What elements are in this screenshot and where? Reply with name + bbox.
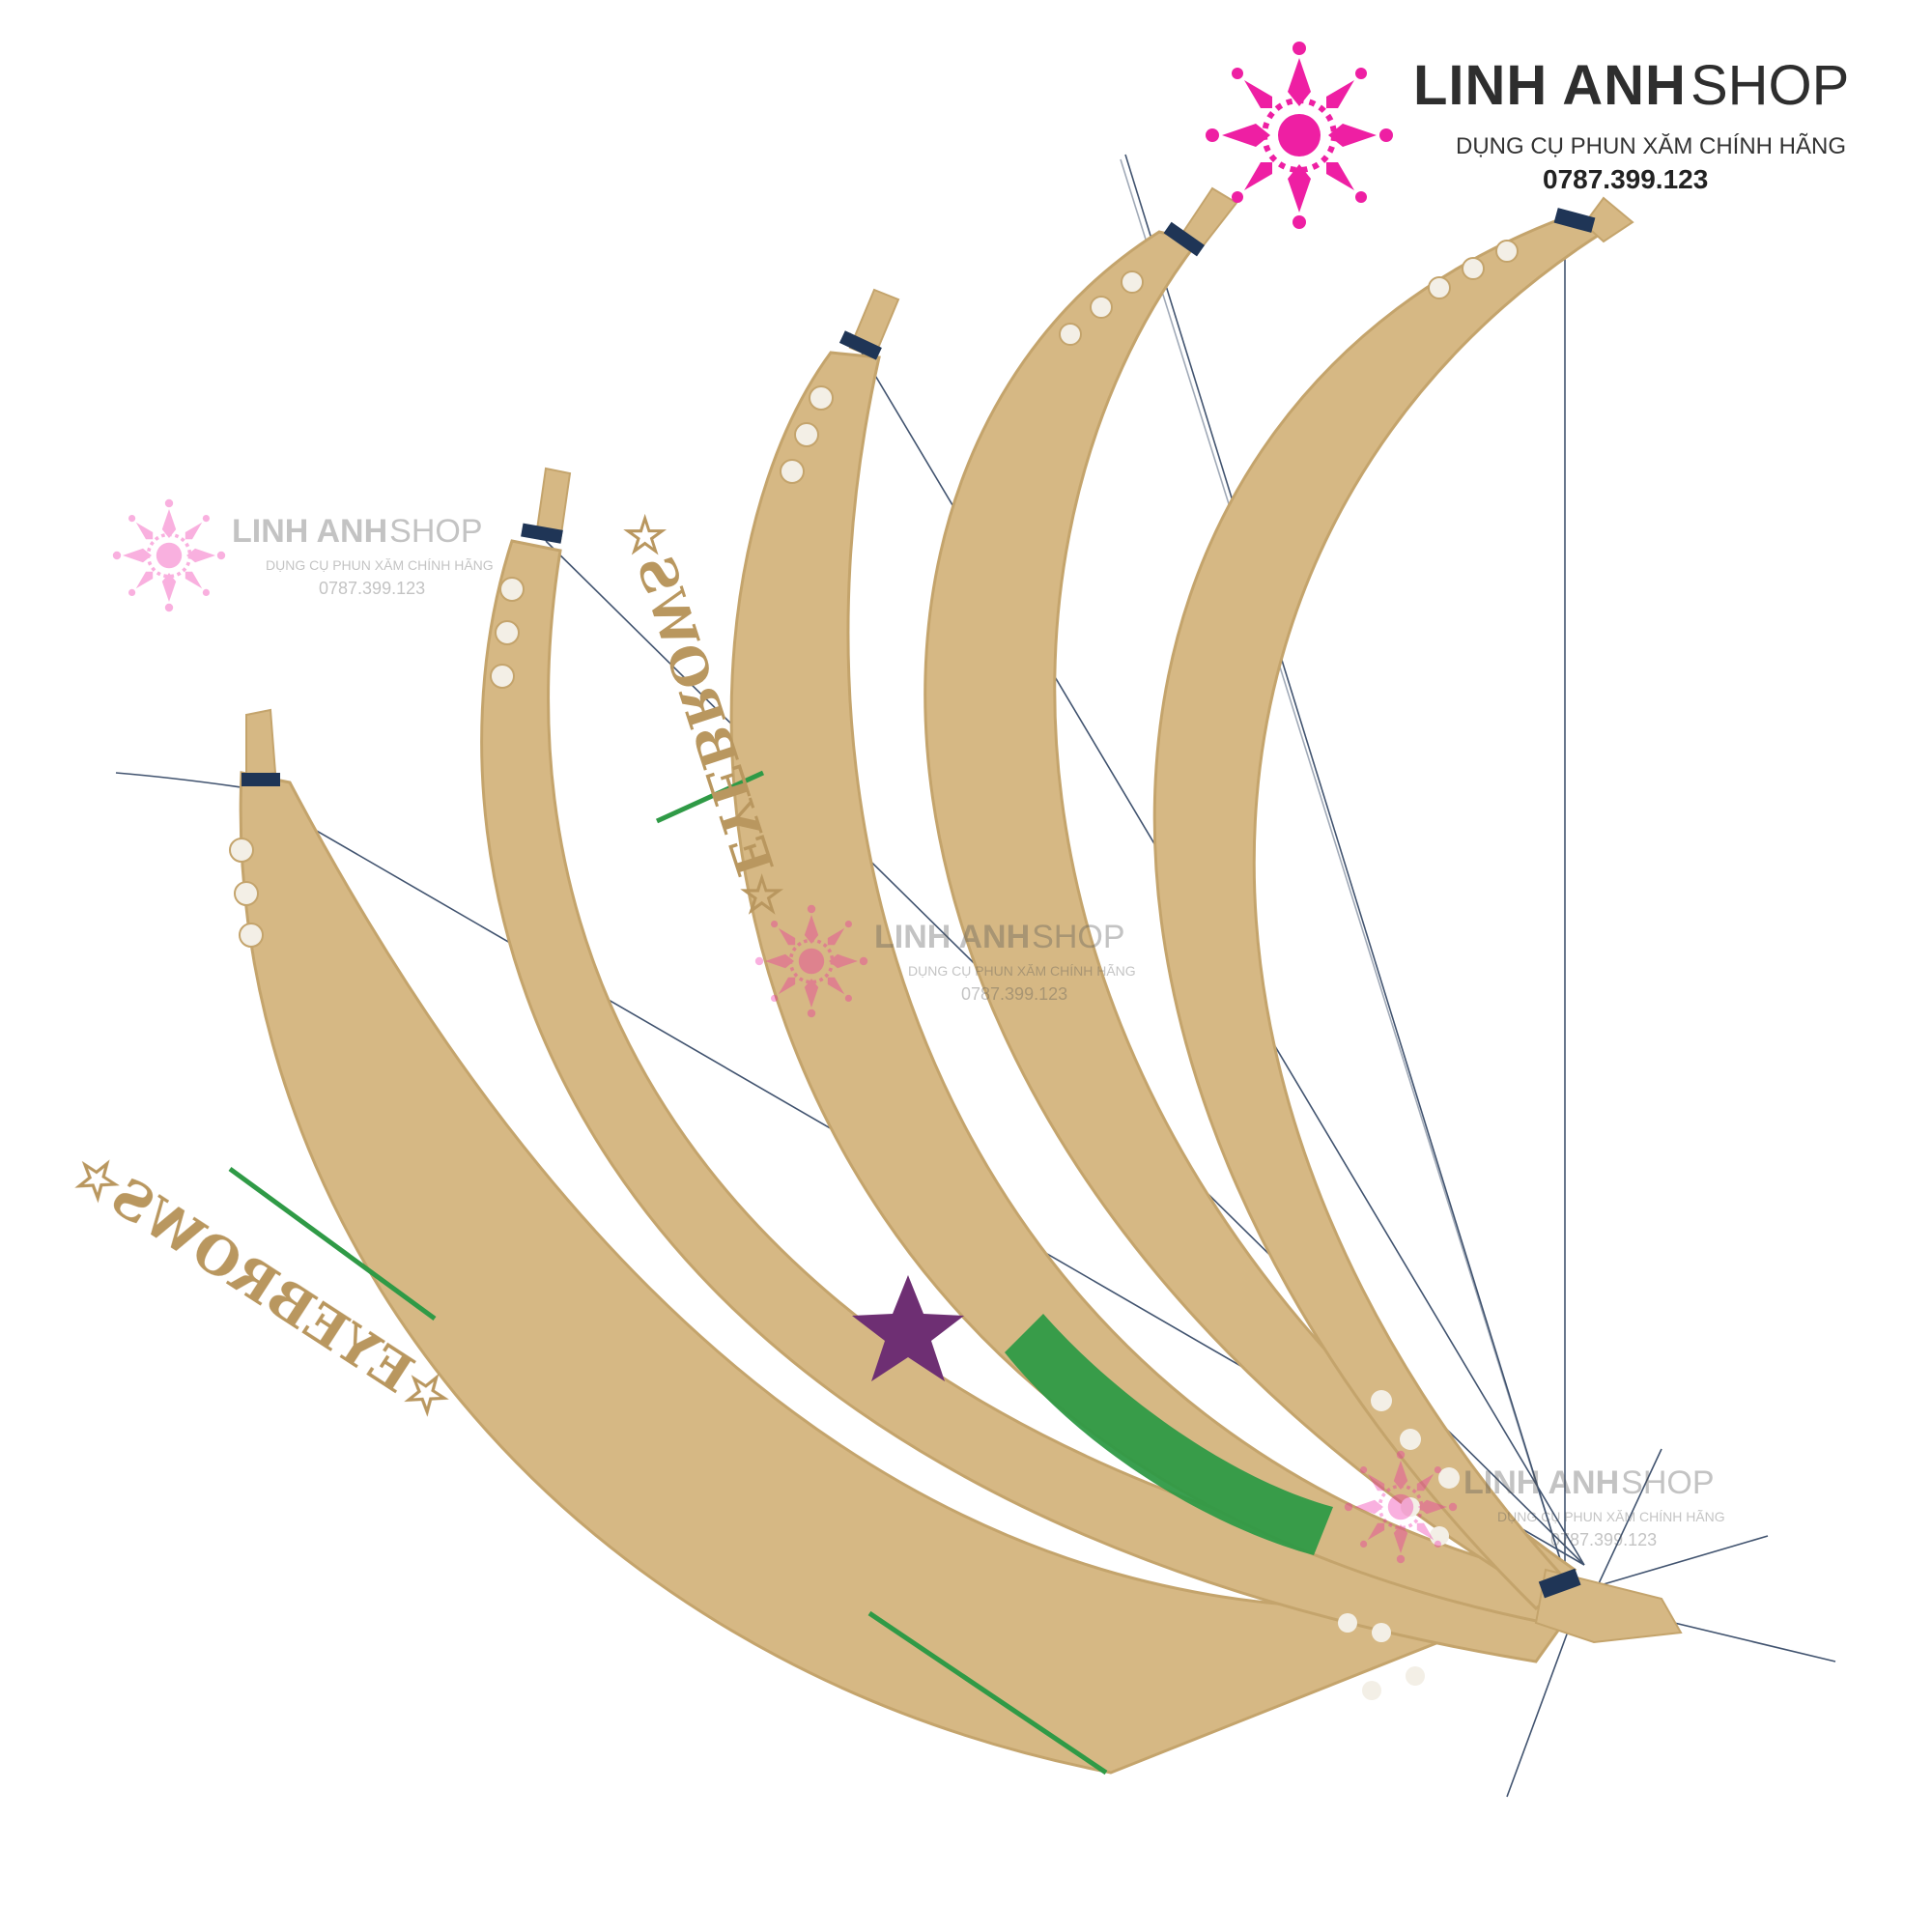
watermark-brand-bold: LINH ANH <box>874 919 1031 955</box>
brand-tagline: DỤNG CỤ PHUN XĂM CHÍNH HÃNG <box>1456 133 1847 159</box>
watermark-brand-light: SHOP <box>1032 919 1125 955</box>
watermark-brand-bold: LINH ANH <box>1463 1464 1620 1501</box>
watermark-tagline: DỤNG CỤ PHUN XĂM CHÍNH HÃNG <box>908 963 1136 979</box>
watermark-tagline: DỤNG CỤ PHUN XĂM CHÍNH HÃNG <box>1497 1509 1725 1524</box>
watermark-tagline: DỤNG CỤ PHUN XĂM CHÍNH HÃNG <box>266 557 494 573</box>
watermark-brand-light: SHOP <box>1621 1464 1715 1501</box>
watermark-brand-bold: LINH ANH <box>232 513 388 550</box>
watermark-right: LINH ANHSHOP DỤNG CỤ PHUN XĂM CHÍNH HÃNG… <box>1343 1449 1806 1565</box>
flower-watermark-icon <box>1343 1449 1459 1565</box>
brand-name-light: SHOP <box>1690 54 1850 117</box>
watermark-left: LINH ANHSHOP DỤNG CỤ PHUN XĂM CHÍNH HÃNG… <box>111 497 575 613</box>
flower-logo-icon <box>1203 39 1396 232</box>
watermark-phone: 0787.399.123 <box>1550 1530 1658 1549</box>
watermark-brand-light: SHOP <box>389 513 483 550</box>
eyebrow-ruler-2 <box>480 467 1587 1663</box>
flower-watermark-icon <box>111 497 227 613</box>
watermark-phone: 0787.399.123 <box>961 984 1068 1004</box>
tied-ends <box>1534 1568 1683 1644</box>
eyebrow-ruler-3 <box>655 288 1588 1625</box>
watermark-center: LINH ANHSHOP DỤNG CỤ PHUN XĂM CHÍNH HÃNG… <box>753 903 1217 1019</box>
shop-logo: LINH ANHSHOP DỤNG CỤ PHUN XĂM CHÍNH HÃNG… <box>1203 39 1918 203</box>
brand-phone: 0787.399.123 <box>1543 164 1709 194</box>
eyebrow-ruler-5 <box>1152 196 1634 1610</box>
brand-name: LINH ANHSHOP <box>1413 58 1849 114</box>
brand-name-bold: LINH ANH <box>1413 54 1687 117</box>
watermark-phone: 0787.399.123 <box>319 579 426 598</box>
flower-watermark-icon <box>753 903 869 1019</box>
